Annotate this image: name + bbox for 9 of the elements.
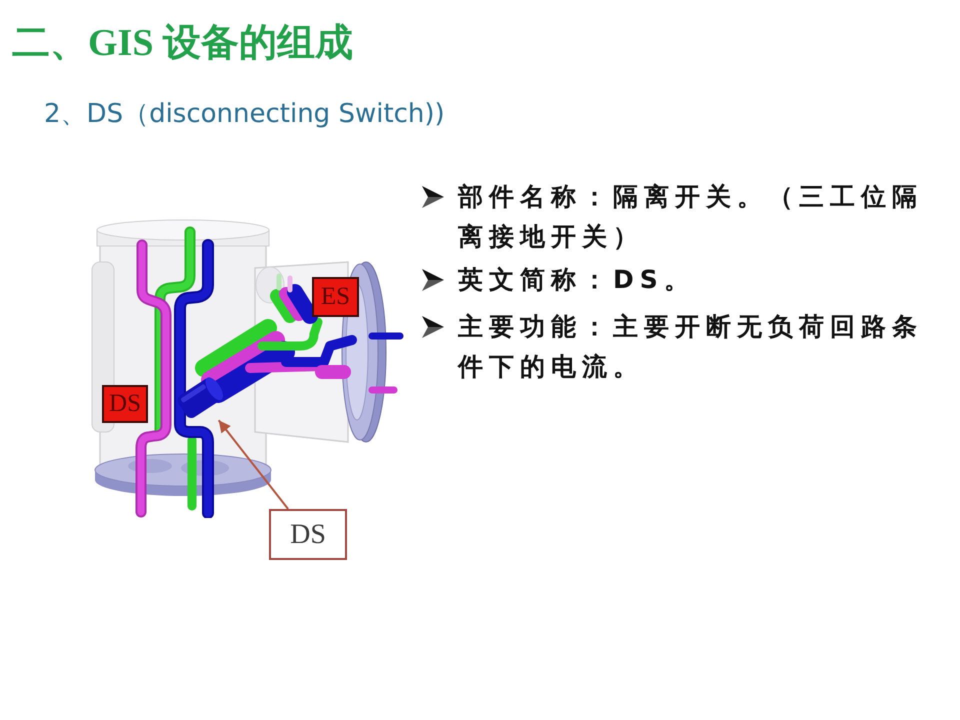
slide-title: 二、GIS 设备的组成 [12, 21, 353, 66]
bullet-text: 英文简称：DS。 [458, 264, 696, 296]
callout-label: DS [269, 509, 347, 560]
bullet-text: 主要功能：主要开断无负荷回路条件下的电流。 [458, 311, 924, 383]
part-label: ES [312, 277, 359, 317]
subtitle: 2、DS（disconnecting Switch)) [44, 98, 445, 131]
part-label: DS [102, 385, 148, 423]
bullet-text: 部件名称：隔离开关。（三工位隔离接地开关） [458, 181, 924, 253]
leader-line [218, 420, 289, 510]
